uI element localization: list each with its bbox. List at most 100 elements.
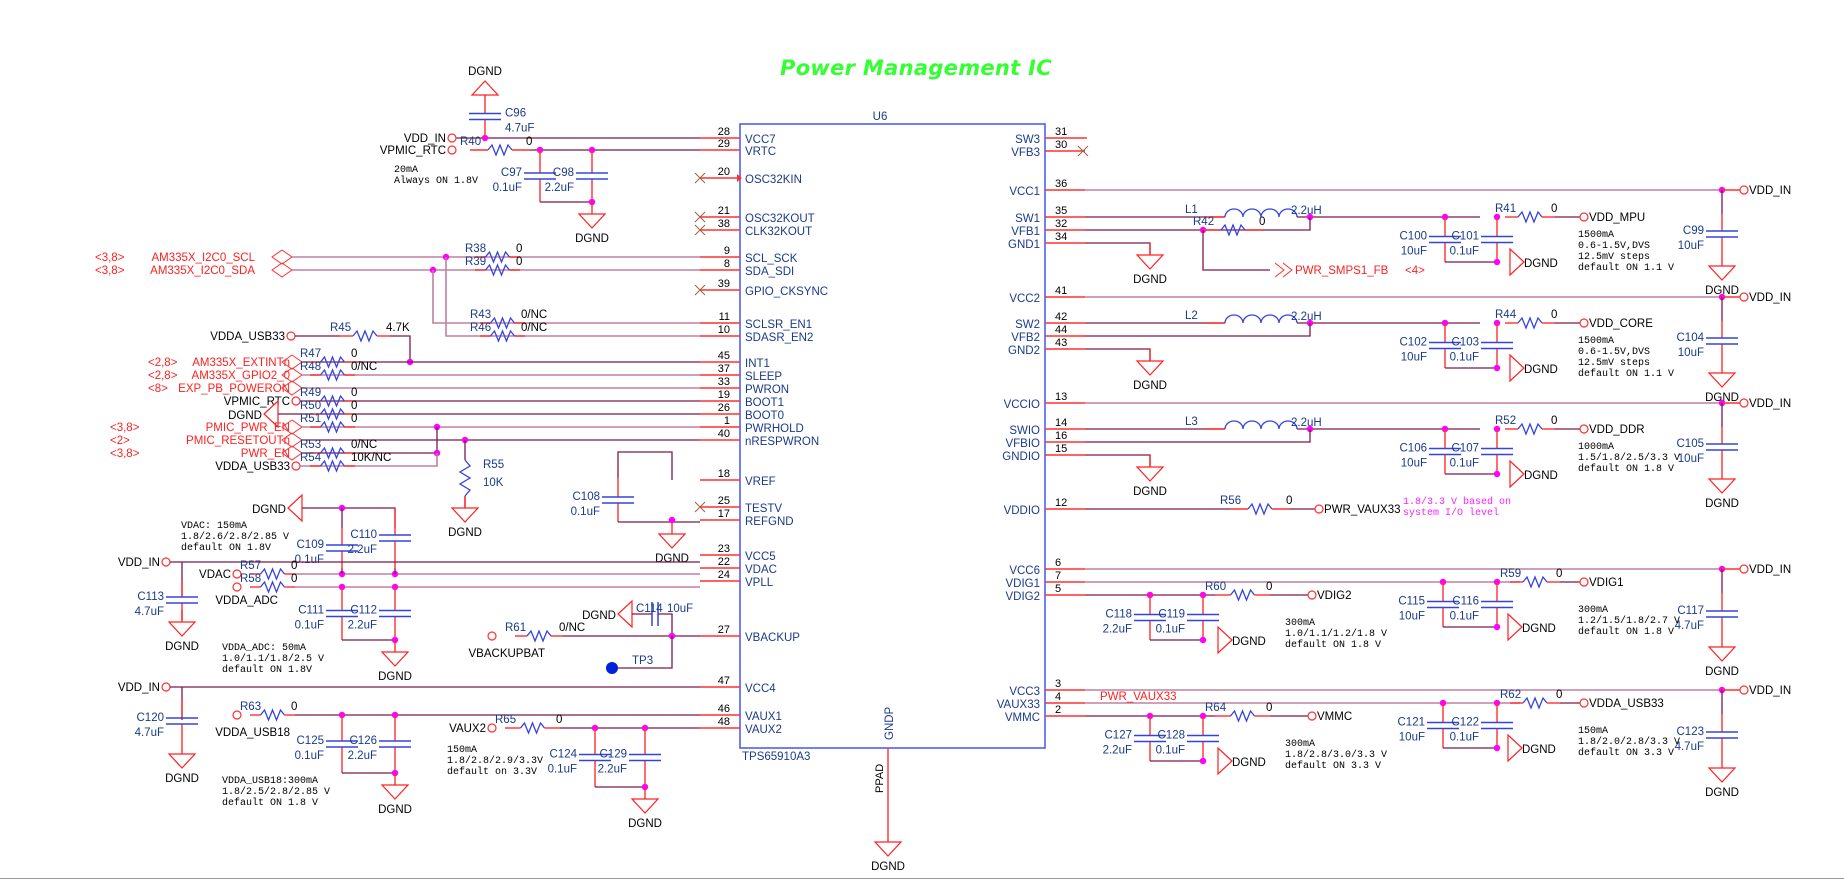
capacitor-value: 2.2uF: [598, 764, 627, 776]
wire: [1085, 217, 1311, 231]
bidirectional-port-icon: [281, 354, 303, 370]
capacitor-value: 4.7uF: [135, 727, 164, 739]
capacitor-ref: C107: [1452, 443, 1480, 455]
pin-number: 45: [718, 350, 730, 362]
resistor-value: 0: [526, 136, 532, 148]
pin-name: VMMC: [1005, 712, 1040, 724]
capacitor-ref: C117: [1677, 605, 1704, 617]
sheet-ref-label: <8>: [148, 383, 168, 395]
annotation-note: 1000mA: [1578, 442, 1614, 453]
power-port-label: VMMC: [1317, 711, 1352, 723]
pin-name: INT1: [745, 358, 770, 370]
resistor-value: 0/NC: [559, 622, 585, 634]
no-connect-icon: [1077, 145, 1089, 157]
power-port-label: PWR_VAUX33: [1324, 504, 1400, 516]
pin-number: 47: [718, 675, 730, 687]
resistor-icon: [352, 329, 378, 343]
pin-name: OSC32KIN: [745, 174, 802, 186]
signal-net-label: EXP_PB_POWERON: [178, 383, 290, 395]
resistor-icon: [487, 143, 513, 157]
ground-label: DGND: [378, 671, 412, 683]
wire: [617, 451, 673, 480]
test-point-label: TP3: [632, 655, 653, 667]
annotation-note: 1.8/2.8/3.0/3.3 V: [1285, 749, 1387, 761]
annotation-note: 300mA: [1285, 618, 1315, 629]
resistor-icon: [319, 420, 346, 434]
capacitor-value: 0.1uF: [1450, 352, 1479, 364]
capacitor-value: 2.2uF: [348, 620, 377, 632]
inductor-value: 2.2uH: [1291, 205, 1322, 217]
resistor-ref: R52: [1495, 415, 1516, 427]
pin-number: 32: [1055, 218, 1067, 230]
ground-label: DGND: [1705, 392, 1739, 404]
ground-label: DGND: [1133, 380, 1167, 392]
capacitor-ref: C110: [350, 529, 377, 541]
ground-label: DGND: [1705, 498, 1739, 510]
capacitor-ref: C108: [573, 491, 601, 503]
resistor-icon: [1229, 709, 1256, 723]
power-port-label: VDDA_ADC: [215, 595, 278, 607]
resistor-value: 0: [516, 256, 522, 268]
bidirectional-port-icon: [271, 262, 293, 278]
ground-icon: [657, 533, 687, 549]
pin-name: BOOT1: [745, 397, 784, 409]
ground-label: DGND: [1705, 787, 1739, 799]
annotation-note: 1.0/1.1/1.2/1.8 V: [1285, 628, 1387, 640]
capacitor-ref: C121: [1398, 717, 1426, 729]
pin-name: CLK32KOUT: [745, 226, 812, 238]
pin-name: VFB1: [1011, 226, 1040, 238]
power-port-label: VDIG1: [1589, 577, 1624, 589]
ground-label: DGND: [1705, 285, 1739, 297]
pin-name: VRTC: [745, 146, 776, 158]
ground-label: DGND: [468, 66, 502, 78]
power-port-icon: [447, 145, 457, 155]
bidirectional-port-icon: [281, 432, 303, 448]
pin-number: 22: [718, 556, 730, 568]
power-port-icon: [232, 569, 242, 579]
power-port-label: VDD_IN: [1749, 292, 1791, 304]
wire: [1085, 323, 1311, 337]
ground-label: DGND: [655, 553, 689, 565]
ground-icon: [1707, 265, 1737, 281]
resistor-value: 0/NC: [351, 439, 377, 451]
resistor-ref: R64: [1205, 702, 1227, 714]
resistor-icon: [484, 263, 511, 277]
capacitor-ref: C116: [1452, 596, 1479, 608]
capacitor-value: 0.1uF: [1156, 624, 1185, 636]
bidirectional-port-icon: [281, 380, 303, 396]
no-connect-icon: [694, 284, 706, 296]
capacitor-ref: C99: [1683, 225, 1704, 237]
capacitor-value: 0.1uF: [493, 182, 522, 194]
wire: [302, 507, 396, 528]
ground-icon: [380, 784, 410, 800]
capacitor-ref: C105: [1677, 438, 1705, 450]
resistor-ref: R53: [300, 439, 321, 451]
ground-label: DGND: [252, 504, 286, 516]
capacitor-ref: C129: [600, 749, 628, 761]
capacitor-value: 0.1uF: [295, 554, 324, 566]
ground-icon: [1707, 478, 1737, 494]
resistor-ref: R43: [470, 309, 491, 321]
bottom-border: [0, 878, 1844, 879]
capacitor-value: 4.7uF: [505, 123, 534, 135]
pin-name: VCC1: [1009, 186, 1040, 198]
ground-icon: [1707, 372, 1737, 388]
power-port-label: VDDA_USB33: [1589, 698, 1664, 710]
pin-number: 1: [724, 415, 730, 427]
capacitor-ref: C100: [1400, 231, 1428, 243]
resistor-icon: [458, 459, 472, 497]
junction-dot: [1199, 636, 1207, 644]
resistor-ref: R47: [300, 348, 321, 360]
ground-label: DGND: [1522, 623, 1556, 635]
capacitor-value: 10uF: [1401, 352, 1427, 364]
resistor-ref: R42: [1193, 216, 1214, 228]
bidirectional-port-icon: [281, 419, 303, 435]
pin-number: 48: [718, 716, 730, 728]
ic-part-number: TPS65910A3: [742, 751, 810, 763]
power-port-icon: [1739, 564, 1749, 574]
pin-number: 10: [718, 324, 730, 336]
resistor-icon: [484, 250, 511, 264]
ground-icon: [1507, 612, 1523, 642]
resistor-ref: R46: [470, 322, 491, 334]
annotation-note: 0.6-1.5V,DVS: [1578, 347, 1650, 358]
